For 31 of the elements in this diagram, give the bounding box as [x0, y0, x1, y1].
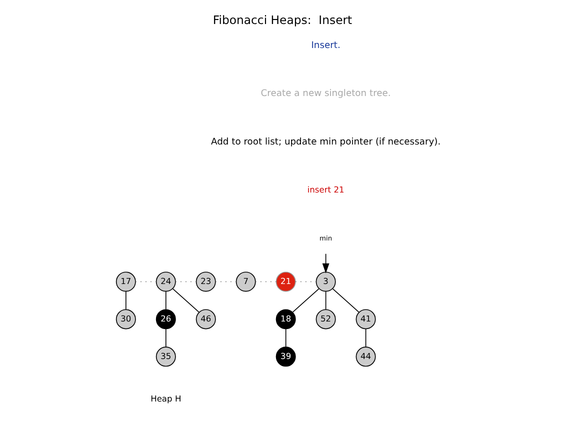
node-circle: 52: [316, 309, 336, 330]
connector: [292, 288, 320, 313]
node-circle: 41: [356, 309, 376, 330]
diagram-title: Fibonacci Heaps: Insert: [212, 13, 352, 28]
label: Insert.: [311, 40, 340, 51]
node-circle: 23: [196, 272, 216, 292]
node-circle: 7: [236, 272, 256, 292]
node-circle: 26: [156, 309, 176, 330]
node-circle: 46: [196, 309, 216, 330]
arrow: [322, 253, 330, 274]
node-circle: 24: [156, 272, 176, 292]
label: Create a new singleton tree.: [260, 88, 391, 100]
connector: [172, 288, 200, 313]
connector: [332, 288, 360, 313]
connector: [285, 328, 286, 348]
node-circle: 39: [276, 346, 296, 367]
node-circle: 17: [116, 272, 136, 292]
node-circle: 30: [116, 309, 136, 330]
connector: [325, 291, 326, 310]
node-circle: 18: [276, 309, 296, 330]
label: Heap H: [150, 394, 182, 404]
node-circle: 21: [276, 272, 296, 292]
connector: [135, 281, 157, 282]
node-circle: 3: [316, 272, 336, 292]
node-circle: 35: [156, 346, 176, 367]
connector: [365, 328, 366, 348]
connector: [165, 291, 166, 310]
node-circle: 44: [356, 346, 376, 367]
connector: [165, 328, 166, 348]
label: insert 21: [307, 184, 344, 195]
label: Add to root list; update min pointer (if necessary).: [210, 136, 441, 148]
